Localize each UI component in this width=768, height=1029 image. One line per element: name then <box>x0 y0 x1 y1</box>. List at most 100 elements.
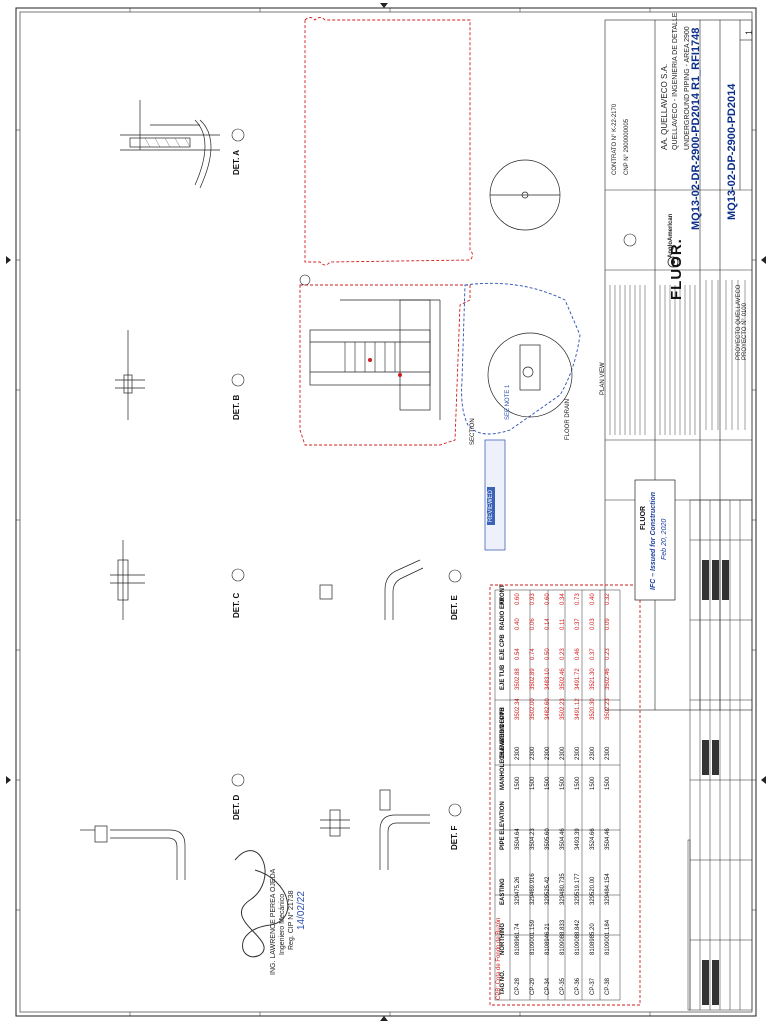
table-cell: 3505.60 <box>545 828 551 850</box>
table-cell: CP-28 <box>515 977 521 995</box>
table-cell: 1500 <box>605 776 611 790</box>
section-label: SECTION <box>470 418 476 445</box>
client-logo: AngloAmerican <box>668 213 674 258</box>
table-cell: 2300 <box>590 746 596 760</box>
area-title: UNDERGROUND PIPING - AREA 2900 <box>684 26 691 150</box>
table-cell: 1500 <box>590 776 596 790</box>
notes-lines <box>609 280 746 435</box>
section-callout <box>623 233 637 247</box>
table-header-cell: EASTING <box>500 878 506 905</box>
red-marker-2 <box>398 373 402 377</box>
table-cell: 1500 <box>545 776 551 790</box>
table-cell: 2300 <box>575 746 581 760</box>
table-cell: 0.93 <box>530 593 536 605</box>
table-cell: 0.37 <box>575 618 581 630</box>
table-cell: 0.37 <box>590 648 596 660</box>
sheet-no: 1 <box>744 29 754 35</box>
table-cell: CP-29 <box>530 977 536 995</box>
legend-block <box>687 839 691 1011</box>
table-cell: 2300 <box>515 746 521 760</box>
ifc-date: Feb 20, 2020 <box>661 518 668 560</box>
table-cell: 1500 <box>515 776 521 790</box>
contract-no: CONTRATO N° K-22-2170 <box>612 103 618 175</box>
table-header-cell: NORTHING <box>500 923 506 955</box>
drawing-number: MQ13-02-DP-2900-PD2014 <box>726 83 738 220</box>
table-cell: 0.40 <box>515 618 521 630</box>
det-a-hatch <box>144 137 191 148</box>
table-cell: 3524.66 <box>590 828 596 850</box>
table-cell: 8108985.20 <box>590 923 596 955</box>
table-cell: 8109088.833 <box>560 919 566 955</box>
manhole-plan-mid <box>487 332 573 418</box>
table-cell: 3502.46 <box>560 668 566 690</box>
table-cell: 3491.72 <box>575 668 581 690</box>
table-cell: 0.23 <box>605 648 611 660</box>
floor-drain-label: FLOOR DRAIN <box>565 398 571 440</box>
table-cell: 2300 <box>560 746 566 760</box>
table-cell: 0.09 <box>605 618 611 630</box>
det-c-title: DET. C <box>232 592 241 618</box>
signature-name: ING. LAWRENCE PEREA OJEDA <box>270 868 277 975</box>
manhole-section <box>309 299 441 420</box>
revision-cloud-section <box>299 284 471 446</box>
table-cell: 3504.46 <box>605 828 611 850</box>
zone-ticks <box>16 8 756 1016</box>
signature-title: Ingeniero Mecánico <box>279 893 286 955</box>
det-f-drawing <box>319 559 424 620</box>
det-e-drawing <box>379 789 430 870</box>
revision-cloud-top <box>304 17 473 266</box>
table-cell: 3504.46 <box>560 828 566 850</box>
table-cell: 0.74 <box>530 648 536 660</box>
table-cell: 0.32 <box>605 593 611 605</box>
table-header-cell: CPB <box>500 707 506 720</box>
signature-reg: Reg. CIP N° 21738 <box>288 890 295 950</box>
table-cell: 8109001.184 <box>605 919 611 955</box>
table-cell: 0.23 <box>560 648 566 660</box>
table-cell: 329469.916 <box>530 873 536 905</box>
table-header-cell: EJE CPB <box>500 634 506 660</box>
table-header-cell: EJE TUB <box>500 664 506 690</box>
table-cell: 329520.00 <box>590 876 596 905</box>
table-cell: 0.34 <box>560 593 566 605</box>
table-cell: 1500 <box>575 776 581 790</box>
table-cell: 0.50 <box>545 648 551 660</box>
signature-scribble <box>234 850 289 958</box>
revision-table-fills <box>702 560 729 1005</box>
revision-cloud-table <box>489 584 641 1006</box>
table-cell: 0.60 <box>515 593 521 605</box>
table-cell: 1500 <box>560 776 566 790</box>
table-cell: CP-38 <box>605 977 611 995</box>
revision-table <box>689 499 753 1011</box>
table-cell: 3520.30 <box>590 698 596 720</box>
table-cell: 8108961.74 <box>515 923 521 955</box>
table-cell: 3502.46 <box>605 668 611 690</box>
table-cell: CP-35 <box>560 977 566 995</box>
table-cell: 329480.735 <box>560 873 566 905</box>
arrow-markers <box>6 3 766 1021</box>
table-cell: 329475.26 <box>515 876 521 905</box>
table-cell: 1500 <box>530 776 536 790</box>
revision-cloud-blue <box>461 282 581 435</box>
company-name: AA. QUELLAVECO S.A. <box>660 63 669 150</box>
det-f-title: DET. F <box>450 825 459 850</box>
table-cell: 3502.89 <box>530 668 536 690</box>
ifc-status: IFC – Issued for Construction <box>650 491 657 590</box>
red-marker-1 <box>368 358 372 362</box>
table-cell: 3502.88 <box>515 668 521 690</box>
table-cell: 3504.64 <box>515 828 521 850</box>
det-d-drawing <box>80 825 186 880</box>
det-b-drawing <box>115 330 145 420</box>
table-cell: 3521.30 <box>590 668 596 690</box>
table-cell: 3483.10 <box>545 668 551 690</box>
table-cell: 0.03 <box>590 618 596 630</box>
table-cell: 0.14 <box>545 618 551 630</box>
table-cell: 8109001.159 <box>530 919 536 955</box>
table-cell: 0.60 <box>545 593 551 605</box>
table-cell: 3493.39 <box>575 828 581 850</box>
table-cell: 0.06 <box>530 618 536 630</box>
plan-view-label: PLAN VIEW <box>600 362 606 395</box>
table-cell: 329525.42 <box>545 876 551 905</box>
table-cell: 0.11 <box>560 618 566 630</box>
